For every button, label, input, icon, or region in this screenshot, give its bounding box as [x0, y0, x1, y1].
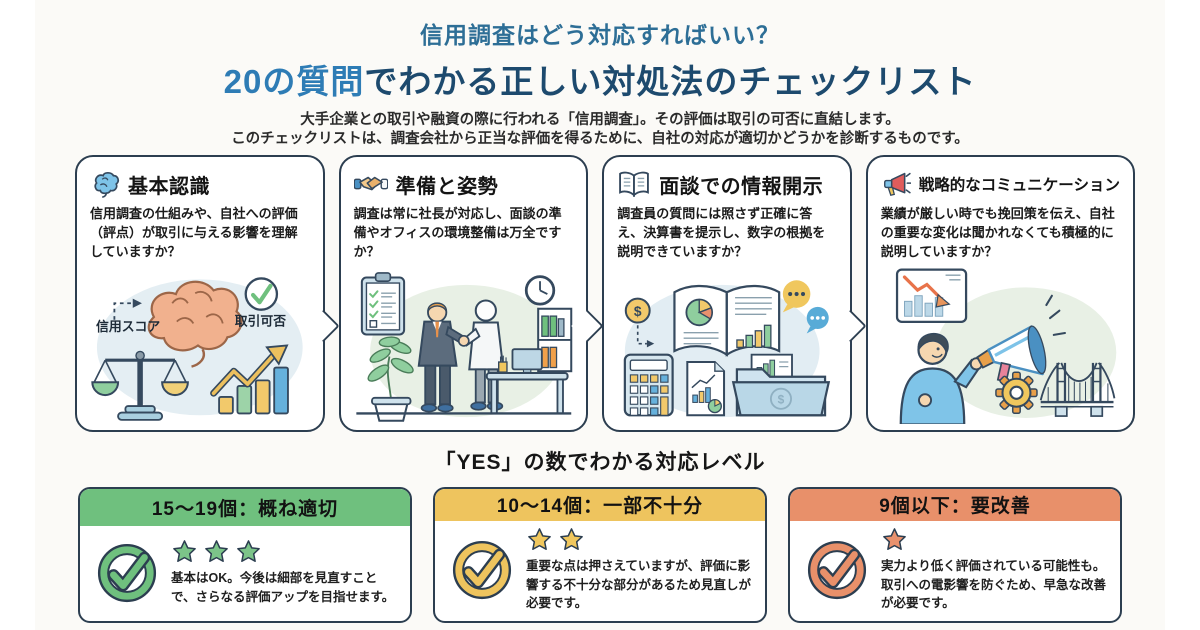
- star-rating: [526, 527, 751, 553]
- dashed-arrow: [113, 301, 133, 320]
- level-1-description: 基本はOK。今後は細部を見直すことで、さらなる評価アップを目指せます。: [171, 570, 395, 604]
- deal-check: [244, 276, 279, 311]
- blob-background: [369, 284, 563, 417]
- checklist-clipboard: [360, 271, 405, 336]
- level-card-partly-insufficient: 10～14個：一部不十分 重要な点は押さえていますが、評価に影響する不十分な部分…: [433, 487, 767, 623]
- panel-2-illustration: [349, 264, 579, 424]
- panel-strategic-communication: 戦略的なコミュニケーション 業績が厳しい時でも挽回策を伝え、自社の重要な変化は聞…: [865, 155, 1135, 432]
- bridge-illustration: [1039, 361, 1116, 417]
- panel-1-title: 基本認識: [128, 175, 210, 198]
- gear-illustration: [994, 371, 1038, 414]
- level-1-body: 基本はOK。今後は細部を見直すことで、さらなる評価アップを目指せます。: [80, 526, 410, 621]
- calculator: [623, 353, 674, 416]
- office-meeting-scene: [355, 271, 572, 422]
- level-3-header: 9個以下：要改善: [790, 489, 1120, 521]
- star-rating: [881, 527, 1106, 553]
- dollar-coin: $: [624, 297, 655, 347]
- financial-disclosure-scene: $: [623, 279, 831, 417]
- star-icon: [528, 527, 551, 550]
- credit-score-label: 信用スコア: [96, 318, 160, 333]
- scale-pan-yellow: [161, 380, 189, 396]
- panel-3-question: 調査員の質問には照さず正確に答え、決算書を提示し、数字の根拠を説明できていますか…: [617, 206, 826, 259]
- folder-dollar-label: $: [778, 392, 785, 406]
- potted-plant: [367, 335, 414, 422]
- megaphone-icon: [883, 172, 911, 197]
- check-circle-icon: [807, 540, 867, 599]
- panel-3-header: 面談での情報開示: [617, 168, 837, 200]
- panel-preparation: 準備と姿勢 調査は常に社長が対応し、面談の準備やオフィスの環境整備は万全ですか？: [338, 155, 589, 432]
- panel-2-header: 準備と姿勢: [353, 168, 574, 200]
- subtitle-line1: 大手企業との取引や融資の際に行われる「信用調査」。その評価は取引の可否に直結しま…: [300, 112, 900, 128]
- page-title-line2: 20の質問でわかる正しい対処法のチェックリスト: [0, 55, 1200, 103]
- bookshelf: [536, 307, 572, 372]
- financial-statement-document: [686, 360, 726, 416]
- page-title-line1: 信用調査はどう対応すればいい？: [420, 22, 780, 48]
- star-rating: [171, 539, 396, 565]
- deal-label: 取引可否: [235, 313, 287, 328]
- star-icon: [883, 527, 906, 550]
- panel-4-header: 戦略的なコミュニケーション: [881, 168, 1120, 200]
- star-icon: [237, 539, 260, 562]
- panel-4-illustration: [876, 264, 1125, 424]
- panel-3-title: 面談での情報開示: [659, 175, 824, 198]
- panel-3-illustration: $: [612, 264, 842, 424]
- panel-1-illustration: 信用スコア: [85, 264, 315, 424]
- open-accounting-book: [673, 284, 781, 357]
- handshake-hands: [457, 334, 470, 347]
- level-3-description: 実力より低く評価されている可能性も。取引への電影響を防ぐため、早急な改善が必要で…: [881, 558, 1107, 611]
- checklist-panels: 基本認識 信用調査の仕組みや、自社への評価（評点）が取引に与える影響を理解してい…: [75, 155, 1135, 432]
- arrowhead: [132, 298, 142, 308]
- subtitle-line2: このチェックリストは、調査会社から正当な評価を得るために、自社の対応が適切かどう…: [231, 131, 969, 148]
- wall-clock: [524, 274, 555, 306]
- balance-scale: [91, 350, 189, 421]
- star-icon: [560, 527, 583, 550]
- results-heading: 「YES」の数でわかる対応レベル: [434, 451, 766, 474]
- coin-dollar-label: $: [634, 304, 642, 319]
- result-levels: 15～19個：概ね適切 基本はOK。今後は細部を見直すことで、さらなる評価アップ…: [78, 487, 1122, 623]
- level-1-header: 15～19個：概ね適切: [80, 489, 410, 526]
- level-2-body: 重要な点は押さえていますが、評価に影響する不十分な部分があるため見直しが必要です…: [435, 521, 765, 621]
- header: 信用調査はどう対応すればいい？ 20の質問でわかる正しい対処法のチェックリスト …: [0, 16, 1200, 149]
- growth-bar-chart: [210, 343, 289, 414]
- level-card-needs-improvement: 9個以下：要改善 実力より低く評価されている可能性も。取引への電影響を防ぐため、…: [788, 487, 1122, 623]
- level-3-body: 実力より低く評価されている可能性も。取引への電影響を防ぐため、早急な改善が必要で…: [790, 521, 1120, 621]
- panel-4-title: 戦略的なコミュニケーション: [918, 177, 1120, 194]
- level-2-header: 10～14個：一部不十分: [435, 489, 765, 521]
- title-highlight: 20の質問: [223, 63, 365, 100]
- scale-pan-green: [91, 380, 120, 396]
- dollar-folder: $: [732, 367, 831, 416]
- president-figure: [417, 301, 470, 412]
- subtitle: 大手企業との取引や融資の際に行われる「信用調査」。その評価は取引の可否に直結しま…: [0, 111, 1200, 149]
- brain-illustration: [147, 280, 243, 368]
- book-bar-chart: [736, 324, 772, 348]
- level-2-description: 重要な点は押さえていますが、評価に影響する不十分な部分があるため見直しが必要です…: [526, 558, 752, 611]
- panel-1-question: 信用調査の仕組みや、自社への評価（評点）が取引に与える影響を理解していますか？: [90, 206, 298, 259]
- basic-awareness-scene: 信用スコア: [91, 276, 303, 421]
- speech-bubbles: [783, 279, 829, 334]
- declining-chart-board: [895, 268, 967, 323]
- star-icon: [173, 539, 196, 562]
- communication-scene: [895, 268, 1117, 424]
- panel-basic-awareness: 基本認識 信用調査の仕組みや、自社への評価（評点）が取引に与える影響を理解してい…: [75, 155, 325, 432]
- office-desk: [485, 347, 569, 414]
- check-circle-icon: [452, 540, 512, 599]
- handshake-icon: [353, 176, 388, 191]
- level-card-mostly-appropriate: 15～19個：概ね適切 基本はOK。今後は細部を見直すことで、さらなる評価アップ…: [78, 487, 412, 623]
- megaphone-illustration: [975, 294, 1066, 383]
- star-icon: [205, 539, 228, 562]
- panel-2-question: 調査は常に社長が対応し、面談の準備やオフィスの環境整備は万全ですか？: [353, 206, 562, 259]
- title-rest: でわかる正しい対処法のチェックリスト: [364, 63, 977, 100]
- rising-arrowhead: [265, 343, 289, 366]
- panel-4-question: 業績が厳しい時でも挽回策を伝え、自社の重要な変化は聞かれなくても積極的に説明して…: [880, 206, 1115, 259]
- panel-information-disclosure: 面談での情報開示 調査員の質問には照さず正確に答え、決算書を提示し、数字の根拠を…: [602, 155, 852, 432]
- panel-1-header: 基本認識: [90, 168, 310, 200]
- brain-icon: [94, 171, 120, 198]
- check-circle-icon: [97, 543, 157, 602]
- check-icon: [250, 283, 273, 304]
- panel-2-title: 準備と姿勢: [395, 175, 499, 198]
- open-book-icon: [619, 171, 650, 197]
